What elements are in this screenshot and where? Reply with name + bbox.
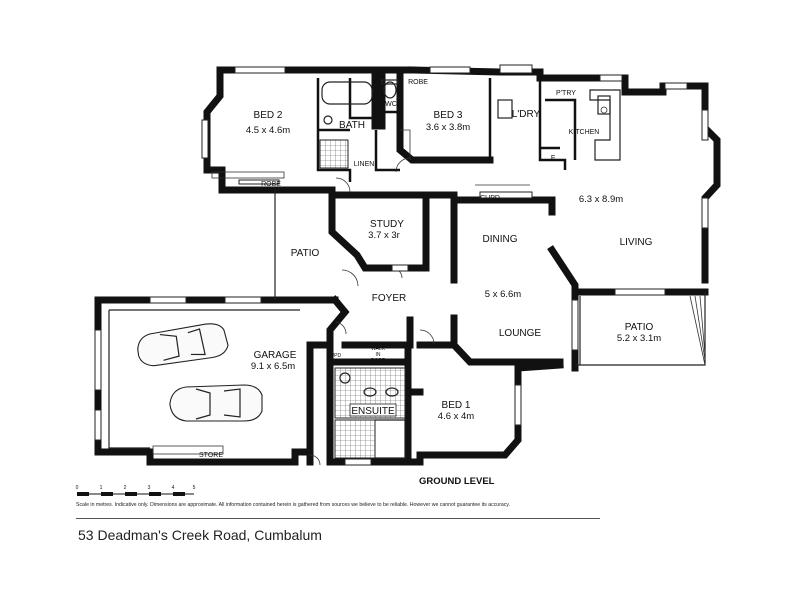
bed2-size: 4.5 x 4.6m [246, 125, 290, 136]
garage-label: GARAGE [254, 350, 297, 361]
dining-lounge-size: 5 x 6.6m [485, 289, 522, 300]
exterior-walls [94, 66, 721, 466]
study-label: STUDY [370, 219, 404, 230]
bed3-label: BED 3 [434, 110, 463, 121]
scale-tick-2: 2 [124, 485, 127, 491]
study-size: 3.7 x 3r [368, 230, 400, 241]
room-labels: BED 2 4.5 x 4.6m BATH WC LINEN ROBE BED … [199, 79, 661, 459]
ensuite-label: ENSUITE [351, 406, 395, 417]
walk-in-robe-line2: IN [376, 352, 381, 358]
car-bottom [169, 384, 263, 422]
divider [76, 518, 600, 519]
patio-right-size: 5.2 x 3.1m [617, 333, 661, 344]
bed3-size: 3.6 x 3.8m [426, 122, 470, 133]
cars [137, 323, 263, 422]
robe-bed2-label: ROBE [261, 181, 281, 188]
cupd-small-label: CUPD [327, 353, 342, 359]
pantry-label: P'TRY [556, 90, 576, 97]
scale-tick-3: 3 [148, 485, 151, 491]
wc-label: WC [385, 101, 397, 108]
scale-tick-1: 1 [100, 485, 103, 491]
scale-tick-4: 4 [172, 485, 175, 491]
lounge-label: LOUNGE [499, 328, 542, 339]
cupd-label: CUPD [480, 195, 500, 202]
scale-tick-0: 0 [76, 485, 79, 491]
bed1-label: BED 1 [442, 400, 471, 411]
fridge-label: F [551, 155, 555, 162]
car-top [137, 323, 229, 367]
windows [94, 64, 709, 466]
garage-size: 9.1 x 6.5m [251, 361, 295, 372]
robe-bed3-label: ROBE [408, 79, 428, 86]
linen-label: LINEN [354, 161, 375, 168]
kitchen-label: KITCHEN [569, 129, 600, 136]
patio-left-label: PATIO [291, 248, 320, 259]
outlines [108, 157, 706, 466]
foyer-label: FOYER [372, 293, 406, 304]
laundry-label: L'DRY [512, 109, 541, 120]
property-address: 53 Deadman's Creek Road, Cumbalum [78, 527, 322, 543]
bed1-size: 4.6 x 4m [438, 411, 475, 422]
interior-walls [306, 78, 709, 466]
fixtures [152, 79, 621, 459]
walk-in-robe-line1: WALK [371, 346, 386, 352]
walk-in-robe-line3: ROBE [371, 358, 386, 364]
bed2-label: BED 2 [254, 110, 283, 121]
living-label: LIVING [620, 237, 653, 248]
living-area-size: 6.3 x 8.9m [579, 194, 623, 205]
bath-label: BATH [339, 120, 365, 131]
patio-right-label: PATIO [625, 322, 654, 333]
scale-bar: 0 1 2 3 4 5 [76, 485, 196, 496]
disclaimer-text: Scale in metres. Indicative only. Dimens… [76, 502, 511, 508]
ground-level-label: GROUND LEVEL [419, 476, 495, 487]
store-label: STORE [199, 452, 223, 459]
dining-label: DINING [483, 234, 518, 245]
scale-tick-5: 5 [193, 485, 196, 491]
